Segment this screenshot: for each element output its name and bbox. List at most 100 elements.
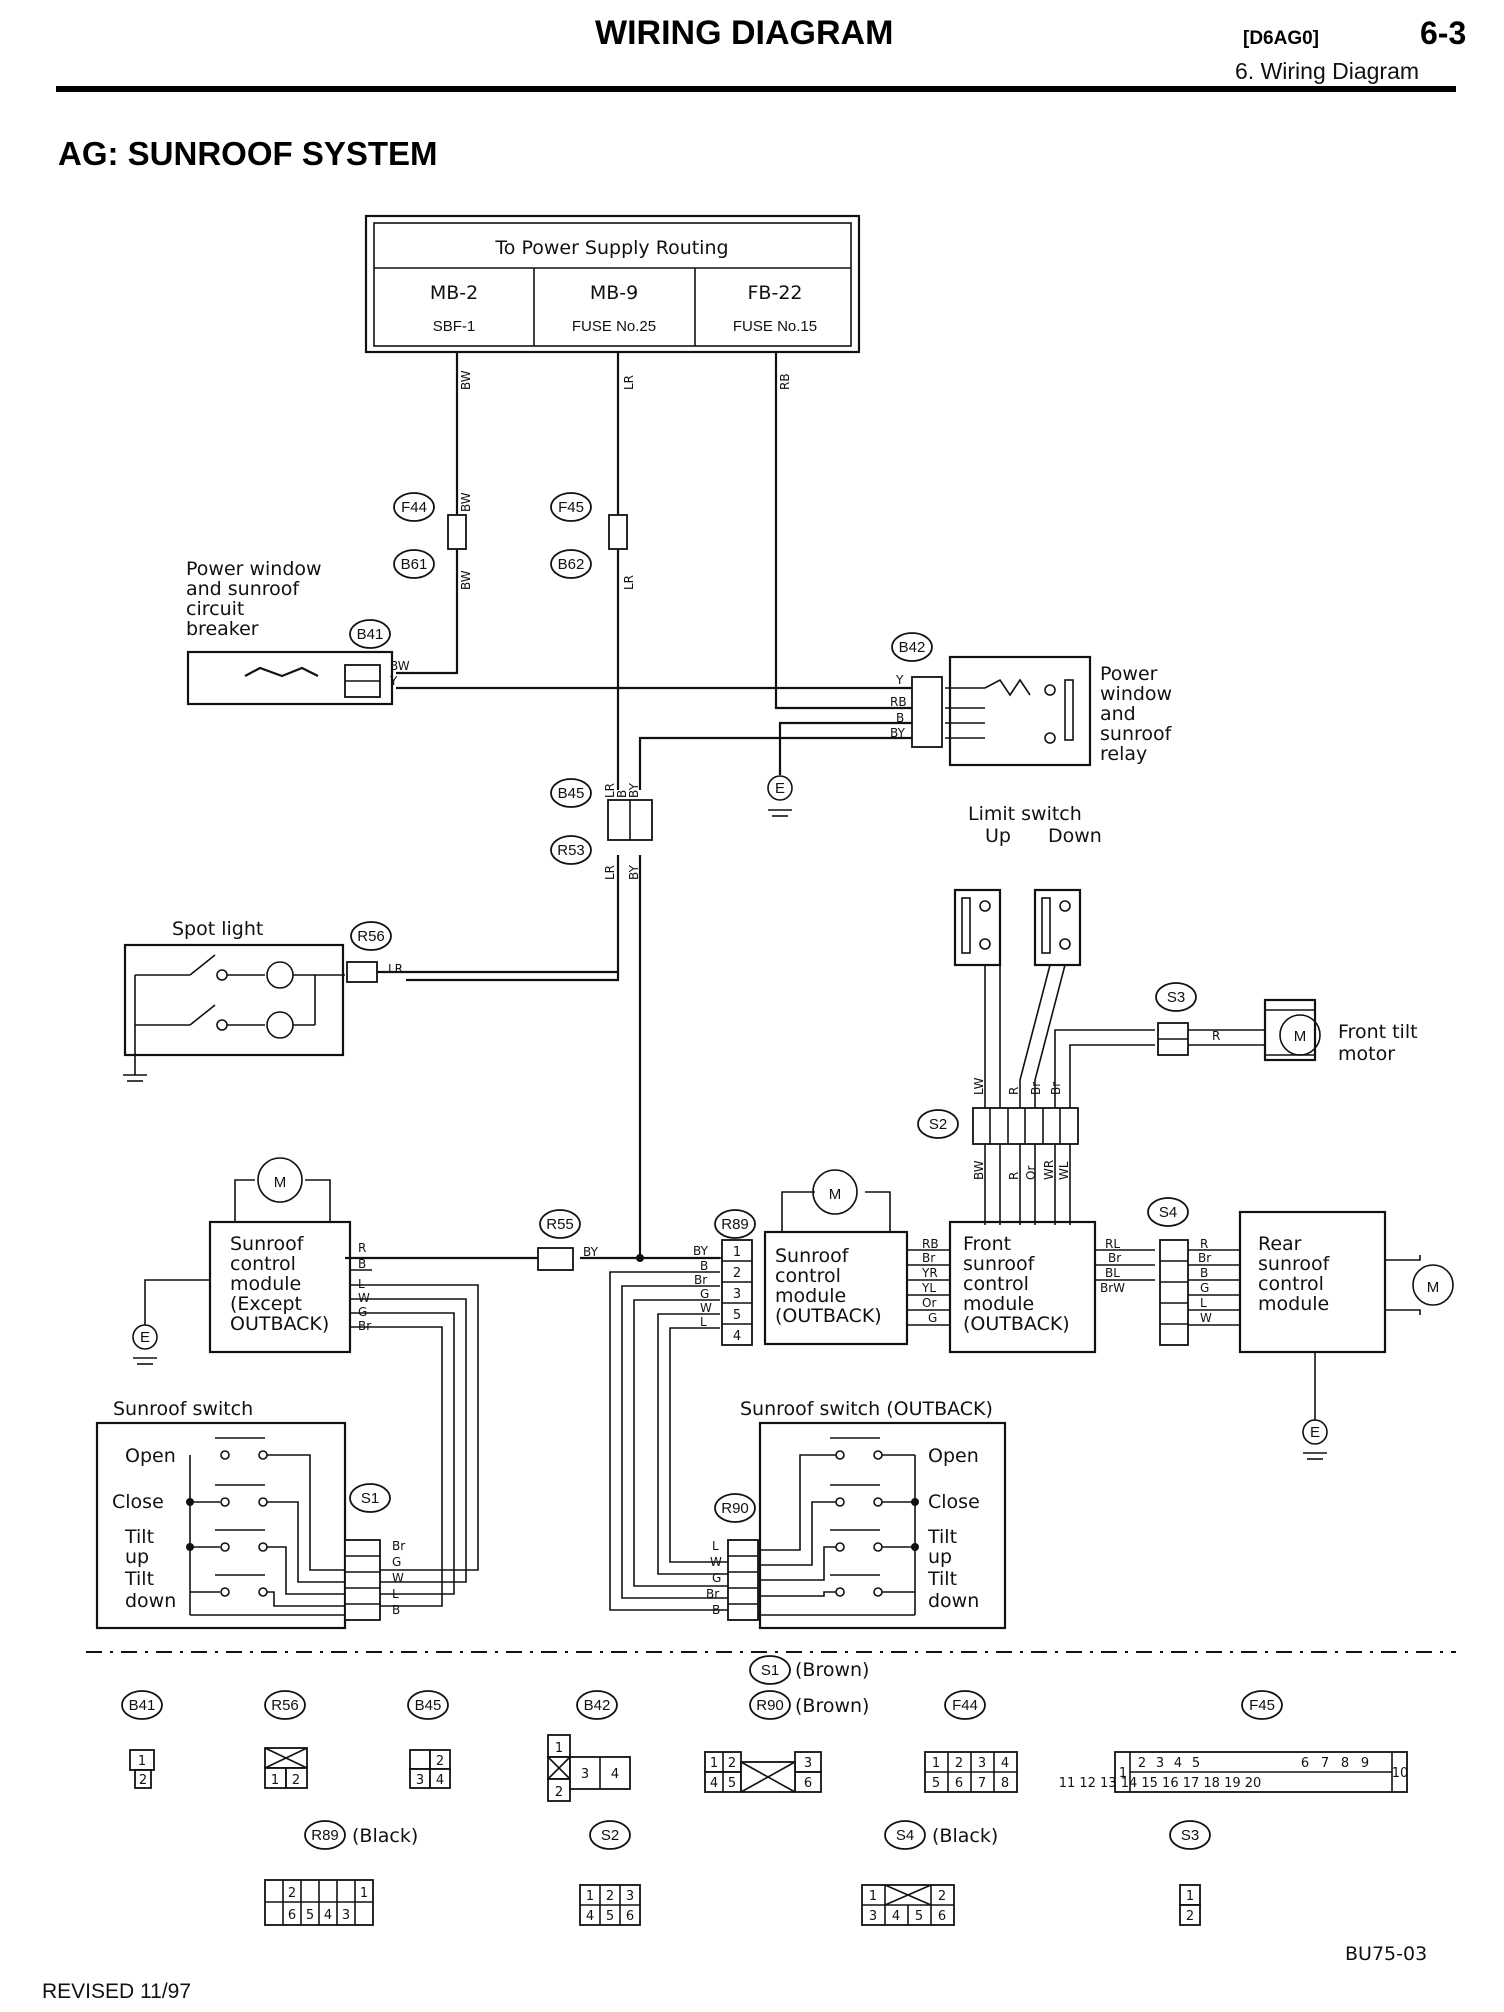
svg-text:(Black): (Black) [352,1825,418,1847]
front-tilt-motor: S3 R M Front tilt motor [1155,982,1418,1065]
svg-text:Br: Br [706,1587,719,1601]
svg-text:5: 5 [932,1776,940,1791]
svg-text:LW: LW [972,1077,986,1095]
svg-text:YR: YR [921,1266,938,1280]
svg-text:B: B [1200,1266,1208,1280]
svg-text:Br: Br [1029,1082,1043,1095]
svg-text:Sunroof: Sunroof [230,1233,305,1255]
svg-text:3: 3 [416,1773,424,1788]
svg-text:YL: YL [921,1281,936,1295]
svg-text:2: 2 [1138,1756,1146,1771]
front-sunroof-module: Front sunroof control module (OUTBACK) R… [907,1220,1155,1354]
svg-text:6: 6 [938,1909,946,1924]
connector-b61: B61 [401,556,428,573]
svg-text:E: E [140,1329,150,1346]
svg-text:4: 4 [892,1909,900,1924]
connector-b45: B45 R53 LR B BY LR BY [550,778,653,880]
figure-id: BU75-03 [1345,1943,1427,1965]
header-rule [56,86,1456,92]
svg-text:5: 5 [728,1776,736,1791]
svg-text:10: 10 [1392,1766,1409,1781]
svg-text:2: 2 [728,1756,736,1771]
svg-text:1: 1 [586,1889,594,1904]
svg-text:F45: F45 [558,499,584,516]
svg-text:control: control [1258,1273,1324,1295]
svg-text:W: W [710,1555,722,1569]
svg-text:1: 1 [1186,1889,1194,1904]
svg-text:R90: R90 [756,1697,784,1714]
svg-text:W: W [700,1301,712,1315]
svg-text:Br: Br [392,1539,405,1553]
svg-text:module: module [963,1293,1034,1315]
diagram-title: AG: SUNROOF SYSTEM [58,135,438,172]
svg-text:and sunroof: and sunroof [186,578,300,600]
svg-text:W: W [392,1571,404,1585]
svg-text:B45: B45 [415,1697,442,1714]
svg-text:7: 7 [1321,1756,1329,1771]
svg-text:3: 3 [626,1889,634,1904]
svg-text:RB: RB [890,695,907,709]
svg-text:8: 8 [1341,1756,1349,1771]
svg-text:1: 1 [1119,1766,1127,1781]
svg-text:RB: RB [922,1237,939,1251]
sunroof-switch-outback: Sunroof switch (OUTBACK) R90 Open Close … [706,1398,1007,1630]
svg-text:(Except: (Except [230,1293,302,1315]
svg-text:BY: BY [890,726,906,740]
svg-text:WL: WL [1057,1161,1071,1180]
svg-text:M: M [274,1174,287,1191]
svg-text:B: B [712,1603,720,1617]
svg-text:Close: Close [928,1491,980,1513]
svg-text:Tilt: Tilt [124,1526,154,1548]
svg-text:W: W [358,1291,370,1305]
svg-text:1: 1 [869,1889,877,1904]
svg-text:R: R [1200,1237,1208,1251]
svg-text:(Brown): (Brown) [795,1695,869,1717]
mb2-label: MB-2 [430,282,478,304]
svg-text:Open: Open [125,1445,176,1467]
header-code: [D6AG0] [1243,28,1319,49]
svg-text:RB: RB [778,373,792,390]
svg-text:Close: Close [112,1491,164,1513]
svg-text:1: 1 [733,1245,741,1260]
svg-text:2: 2 [436,1754,444,1769]
svg-text:B41: B41 [129,1697,156,1714]
svg-text:OUTBACK): OUTBACK) [230,1313,329,1335]
svg-text:E: E [1310,1424,1320,1441]
svg-text:Y: Y [895,673,904,687]
svg-text:BW: BW [972,1160,986,1180]
svg-text:Sunroof: Sunroof [775,1245,850,1267]
svg-text:Rear: Rear [1258,1233,1302,1255]
svg-text:Front tilt: Front tilt [1338,1021,1418,1043]
svg-text:motor: motor [1338,1043,1395,1065]
svg-text:breaker: breaker [186,618,259,640]
svg-text:BL: BL [1105,1266,1120,1280]
svg-text:3: 3 [978,1756,986,1771]
svg-text:9: 9 [1361,1756,1369,1771]
sunroof-switch: Sunroof switch Open Close Tilt up Tilt d… [95,1398,405,1630]
svg-text:R89: R89 [311,1827,339,1844]
svg-text:L: L [1200,1296,1207,1310]
svg-text:B: B [896,711,904,725]
connector-s4: S4 [1159,1204,1177,1221]
connector-b62: B62 [558,556,585,573]
svg-text:B: B [700,1259,708,1273]
svg-text:7: 7 [978,1776,986,1791]
svg-text:2: 2 [955,1756,963,1771]
svg-text:LR: LR [388,962,403,976]
svg-text:L: L [700,1315,707,1329]
svg-text:R: R [1007,1172,1021,1180]
svg-text:4: 4 [611,1767,619,1782]
svg-text:6: 6 [1301,1756,1309,1771]
header-title: WIRING DIAGRAM [595,14,893,52]
svg-text:4: 4 [733,1329,741,1344]
svg-text:1: 1 [932,1756,940,1771]
svg-text:module: module [775,1285,846,1307]
svg-text:B42: B42 [584,1697,611,1714]
connector-b41: B41 [357,626,384,643]
svg-text:Limit switch: Limit switch [968,803,1082,825]
svg-text:Down: Down [1048,825,1102,847]
svg-text:Power: Power [1100,663,1158,685]
fb22-label: FB-22 [748,282,803,304]
svg-text:3: 3 [869,1909,877,1924]
